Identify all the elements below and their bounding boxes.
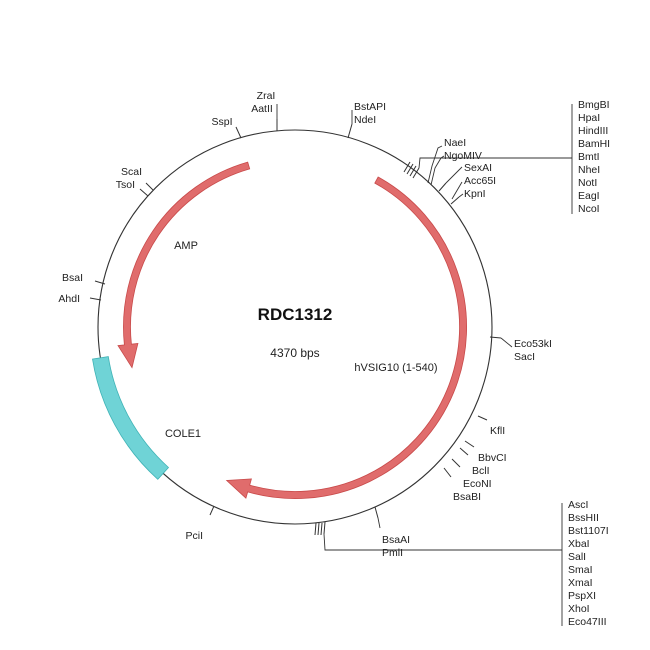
site-kpni: KpnI xyxy=(464,188,486,200)
leader-cluster-top xyxy=(418,157,572,169)
site-bsabi: BsaBI xyxy=(453,491,481,503)
leader-nael xyxy=(427,145,443,184)
leader-kpni xyxy=(458,193,464,198)
tick-kfli xyxy=(477,415,488,421)
cluster-top-site: HindIII xyxy=(578,125,608,137)
tick-bcli xyxy=(459,447,469,456)
tick-cluster-bottom-1 xyxy=(314,522,317,536)
site-bsaai: BsaAI xyxy=(382,534,410,546)
site-ngomiv: NgoMIV xyxy=(444,150,482,162)
site-ndei: NdeI xyxy=(354,114,376,126)
site-zrai: ZraI xyxy=(257,90,276,102)
site-saci: SacI xyxy=(514,351,535,363)
site-bcli: BclI xyxy=(472,465,490,477)
site-kfli: KflI xyxy=(490,425,505,437)
site-sspi: SspI xyxy=(211,116,232,128)
leader-eco53ki xyxy=(500,337,513,348)
tick-eco53ki xyxy=(489,336,502,339)
cluster-bottom-site: AscI xyxy=(568,499,588,511)
site-eco53ki: Eco53kI xyxy=(514,338,552,350)
leader-bsaai xyxy=(377,517,381,529)
tick-cluster-top-3 xyxy=(409,165,417,177)
tick-sexai xyxy=(438,182,447,192)
cluster-bottom-site: Eco47III xyxy=(568,616,607,628)
site-aatii: AatII xyxy=(251,103,273,115)
cluster-bottom-site: Bst1107I xyxy=(568,525,609,537)
tick-bsaai xyxy=(374,506,379,519)
tick-bstapi xyxy=(347,123,353,139)
plasmid-size: 4370 bps xyxy=(270,346,319,360)
cluster-bottom-site: XhoI xyxy=(568,603,590,615)
site-tsoi: TsoI xyxy=(116,179,135,191)
site-sexai: SexAI xyxy=(464,162,492,174)
plasmid-backbone xyxy=(97,129,493,525)
tick-sspi xyxy=(235,126,242,139)
leader-lines xyxy=(276,104,573,626)
tick-scai xyxy=(145,182,154,191)
cluster-top-site: BmtI xyxy=(578,151,600,163)
cluster-bottom-site: XbaI xyxy=(568,538,590,550)
cluster-top-labels: BmgBI HpaI HindIII BamHI BmtI NheI NotI … xyxy=(578,99,610,215)
cluster-bottom-labels: AscI BssHII Bst1107I XbaI SalI SmaI XmaI… xyxy=(568,499,609,628)
tick-cluster-bottom-4 xyxy=(323,521,326,535)
vsig-arrow xyxy=(225,176,467,499)
amp-arrow xyxy=(117,161,251,369)
cluster-bottom-site: SmaI xyxy=(568,564,593,576)
site-ticks xyxy=(89,119,502,536)
site-bbvci: BbvCI xyxy=(478,452,507,464)
cluster-top-site: BamHI xyxy=(578,138,610,150)
tick-bsabi xyxy=(443,467,452,478)
vsig-label: hVSIG10 (1-540) xyxy=(354,362,437,374)
plasmid-name: RDC1312 xyxy=(258,305,333,324)
cluster-top-site: HpaI xyxy=(578,112,600,124)
tick-econi xyxy=(451,458,461,468)
leader-ngomiv xyxy=(430,155,445,186)
cluster-top-site: NcoI xyxy=(578,203,600,215)
cluster-top-site: NheI xyxy=(578,164,600,176)
tick-ahdi xyxy=(89,297,102,301)
cluster-top-site: BmgBI xyxy=(578,99,610,111)
site-acc65i: Acc65I xyxy=(464,175,496,187)
site-ahdi: AhdI xyxy=(58,293,80,305)
tick-tsoi xyxy=(139,188,149,197)
site-nael: NaeI xyxy=(444,137,466,149)
amp-label: AMP xyxy=(174,240,198,252)
site-scai: ScaI xyxy=(121,166,142,178)
tick-cluster-top-4 xyxy=(412,167,420,179)
site-econi: EcoNI xyxy=(463,478,492,490)
tick-cluster-bottom-2 xyxy=(317,522,320,536)
tick-cluster-bottom-3 xyxy=(320,522,323,536)
tick-cluster-top-2 xyxy=(406,163,414,175)
tick-cluster-top-1 xyxy=(403,161,411,173)
site-bstapi: BstAPI xyxy=(354,101,386,113)
leader-acc65i xyxy=(451,181,463,200)
site-bsai: BsaI xyxy=(62,272,83,284)
tick-bbvci xyxy=(464,440,475,448)
tick-kpni xyxy=(450,196,460,205)
cluster-bottom-site: XmaI xyxy=(568,577,593,589)
cole1-feature xyxy=(92,356,170,480)
site-pmli: PmlI xyxy=(382,547,403,559)
cole1-label: COLE1 xyxy=(165,428,201,440)
site-pcii: PciI xyxy=(185,530,203,542)
leader-cluster-bottom xyxy=(323,533,562,551)
cluster-bottom-site: PspXI xyxy=(568,590,596,602)
leader-sexai xyxy=(445,166,463,184)
tick-pcii xyxy=(209,505,215,516)
cluster-bottom-site: SalI xyxy=(568,551,586,563)
cluster-top-site: EagI xyxy=(578,190,600,202)
tick-bsai xyxy=(94,280,106,285)
cluster-top-site: NotI xyxy=(578,177,597,189)
site-labels: ZraI AatII SspI BstAPI NdeI ScaI TsoI Na… xyxy=(58,90,552,559)
cluster-bottom-site: BssHII xyxy=(568,512,599,524)
